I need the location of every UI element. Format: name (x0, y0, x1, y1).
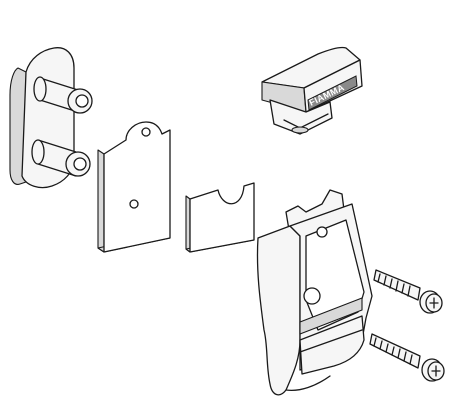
clip-holder-part (256, 189, 373, 396)
backing-plate-part (97, 121, 171, 253)
wall-bracket-part (9, 47, 93, 189)
screw-top (373, 269, 443, 314)
branded-cap-part: FIAMMA (261, 46, 363, 135)
shim-plate-part (185, 182, 255, 253)
screw-bottom (369, 333, 445, 382)
